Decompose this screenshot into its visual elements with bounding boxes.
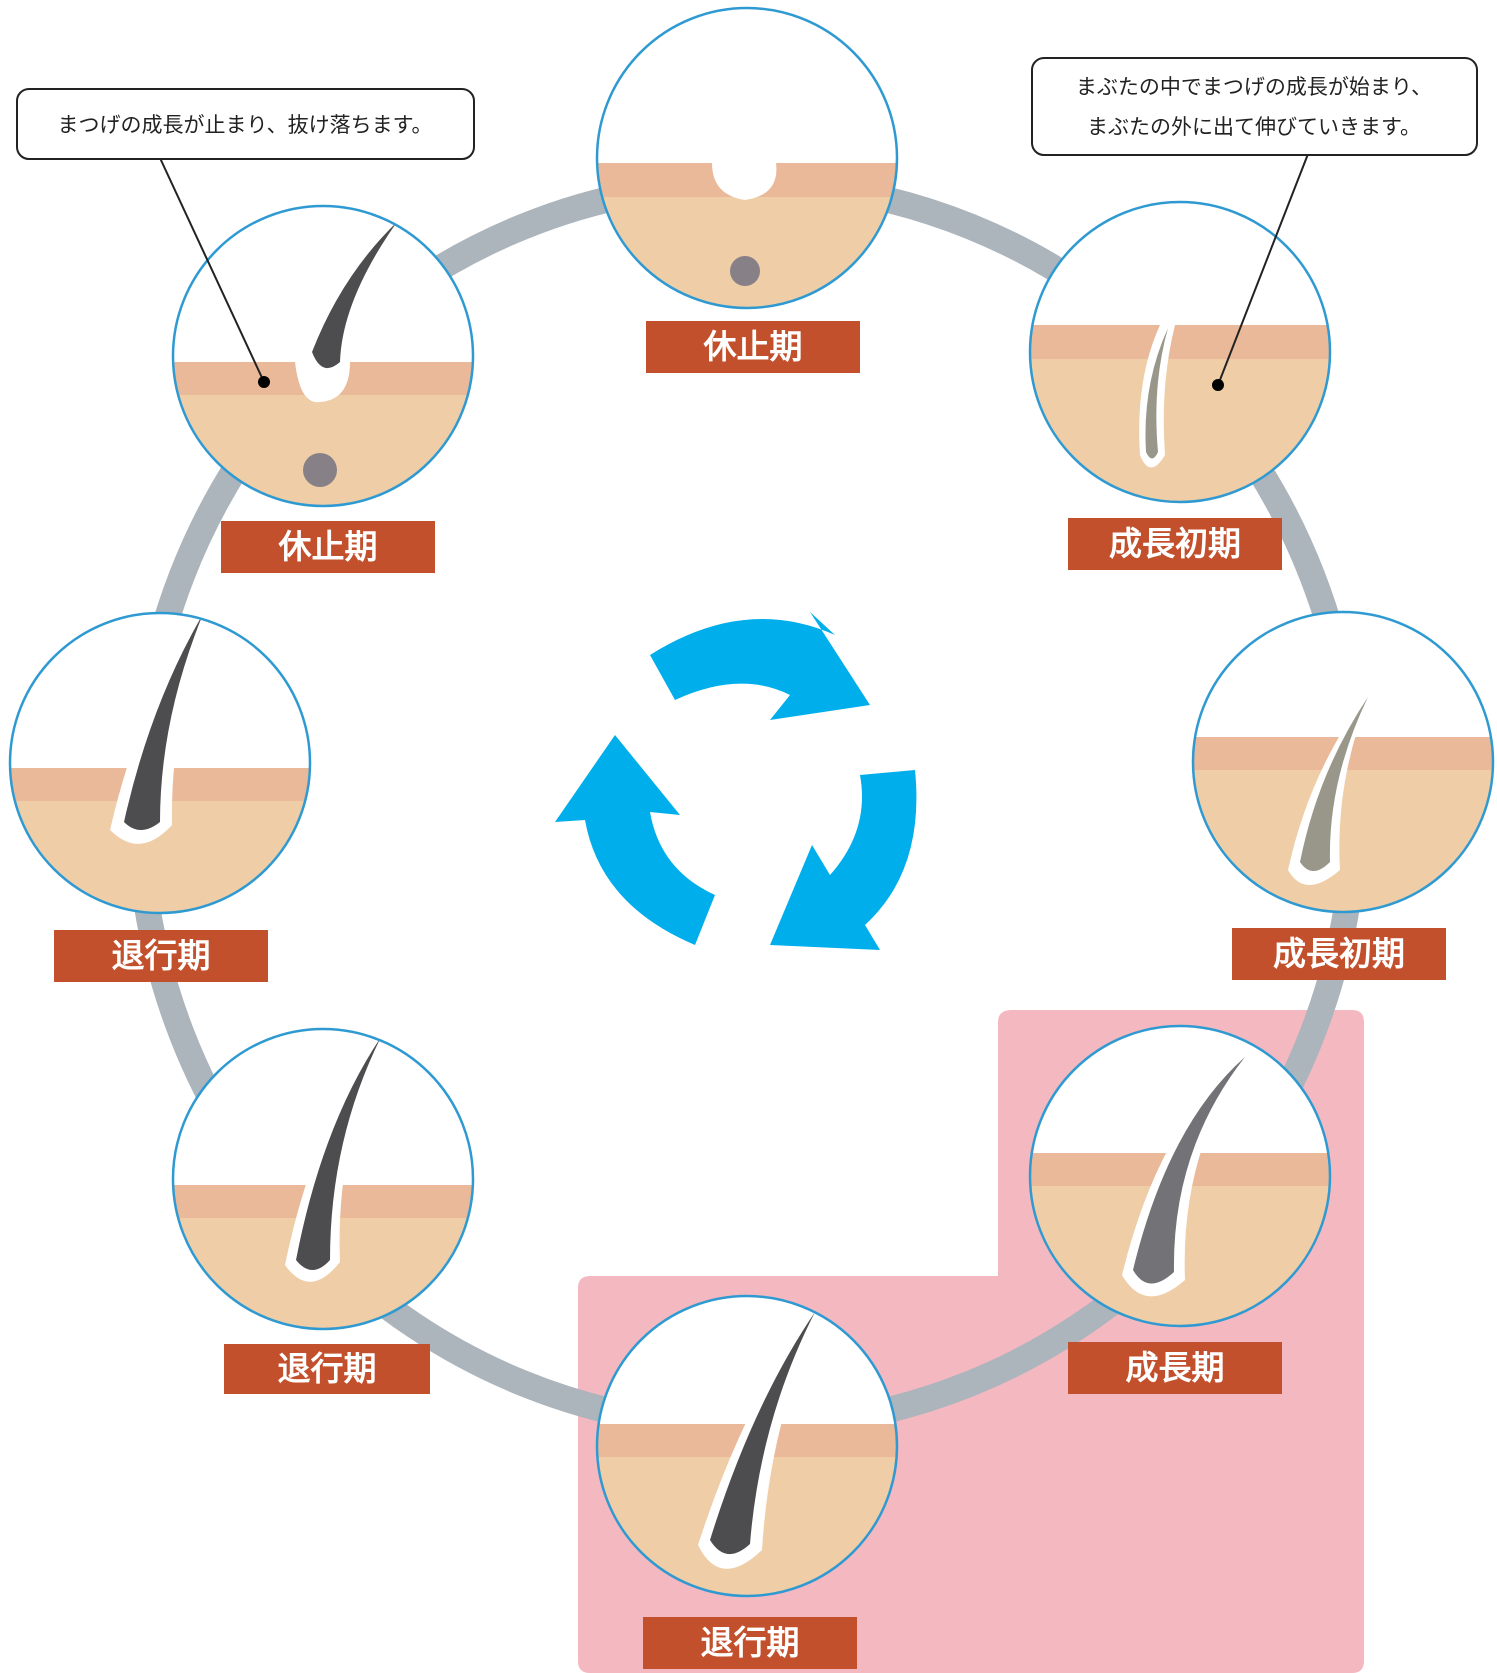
svg-text:退行期: 退行期 [278,1349,377,1388]
stage-label-regression-bottom: 退行期 [643,1617,857,1669]
svg-text:成長期: 成長期 [1126,1348,1225,1387]
stage-label-growth: 成長期 [1068,1342,1282,1394]
stage-label-early-growth-1: 成長初期 [1068,518,1282,570]
svg-text:退行期: 退行期 [112,936,211,975]
svg-text:退行期: 退行期 [701,1623,800,1662]
svg-text:休止期: 休止期 [278,527,378,566]
stage-label-rest-top: 休止期 [646,321,860,373]
stage-label-regression-left: 退行期 [54,930,268,982]
svg-text:成長初期: 成長初期 [1109,524,1241,563]
callout-left-pointer-dot [258,376,270,388]
stage-label-early-growth-2: 成長初期 [1232,928,1446,980]
stage-circle-regression-left [10,612,310,913]
callout-right-pointer-dot [1212,379,1224,391]
svg-text:成長初期: 成長初期 [1273,934,1405,973]
stage-label-rest-upper-left: 休止期 [221,521,435,573]
stage-label-regression-lower-left: 退行期 [224,1344,430,1394]
svg-text:まつげの成長が止まり、抜け落ちます。: まつげの成長が止まり、抜け落ちます。 [57,113,432,137]
cycle-arrows-icon [555,612,916,950]
stage-circle-rest-top [597,8,897,308]
stage-circle-early-growth-2 [1193,612,1493,912]
stage-circle-regression-bottom [597,1296,897,1596]
svg-text:休止期: 休止期 [703,327,803,366]
stage-circle-early-growth-1 [1030,202,1330,502]
svg-text:まぶたの中でまつげの成長が始まり、: まぶたの中でまつげの成長が始まり、 [1076,75,1432,99]
stage-circle-regression-lower-left [173,1029,473,1329]
stage-circle-rest-upper-left [173,206,473,506]
svg-text:まぶたの外に出て伸びていきます。: まぶたの外に出て伸びていきます。 [1087,115,1421,139]
stage-circle-growth [1030,1026,1330,1326]
